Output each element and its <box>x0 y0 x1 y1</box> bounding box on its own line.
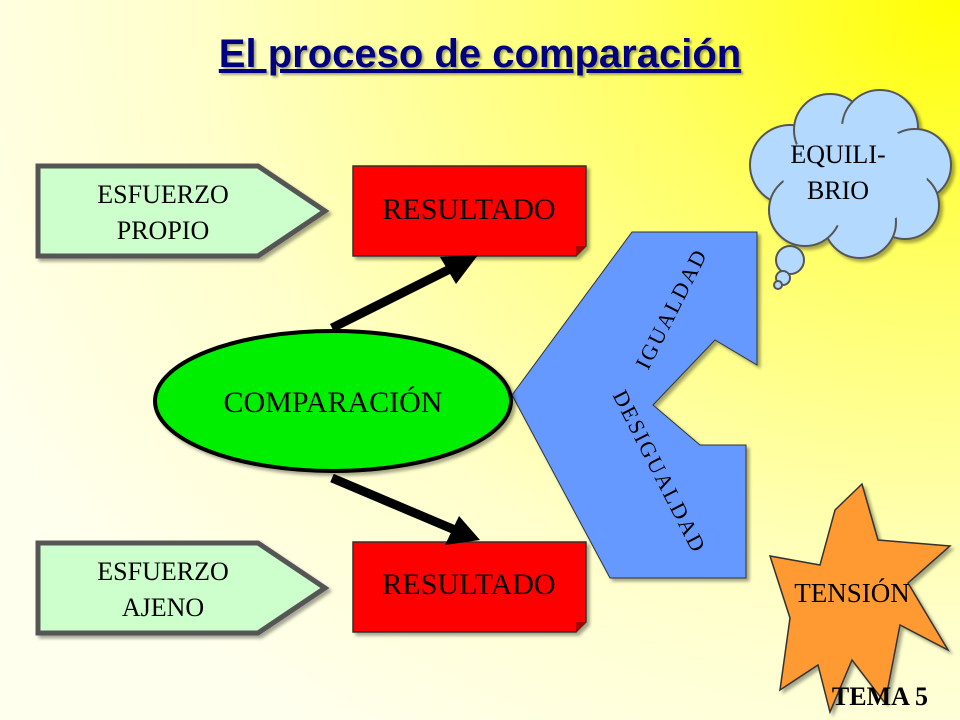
comparison-label: COMPARACIÓN <box>224 386 443 419</box>
tension-burst: TENSIÓN <box>768 482 952 715</box>
result-top-label: RESULTADO <box>382 193 555 226</box>
footer-label: TEMA 5 <box>831 682 928 711</box>
comparison-ellipse: COMPARACIÓN <box>153 329 513 473</box>
balance-line2: BRIO <box>807 176 869 205</box>
tension-label: TENSIÓN <box>794 578 910 608</box>
effort-own-line2: PROPIO <box>117 216 209 245</box>
effort-own-line1: ESFUERZO <box>97 180 228 209</box>
result-bottom-label: RESULTADO <box>382 568 555 601</box>
effort-other-shape: ESFUERZO AJENO <box>35 540 330 636</box>
balance-line1: EQUILI- <box>790 140 885 169</box>
result-top-box: RESULTADO <box>352 165 587 257</box>
effort-own-shape: ESFUERZO PROPIO <box>35 163 330 259</box>
branch-arrow: IGUALDAD DESIGUALDAD <box>511 231 758 579</box>
balance-cloud: EQUILI- BRIO <box>749 89 952 290</box>
arrow-to-result-top <box>329 255 478 333</box>
arrow-to-result-bottom <box>330 473 480 545</box>
effort-other-line1: ESFUERZO <box>97 557 228 586</box>
effort-other-line2: AJENO <box>122 593 204 622</box>
result-bottom-box: RESULTADO <box>352 541 587 633</box>
page-title: El proceso de comparación <box>218 32 742 76</box>
